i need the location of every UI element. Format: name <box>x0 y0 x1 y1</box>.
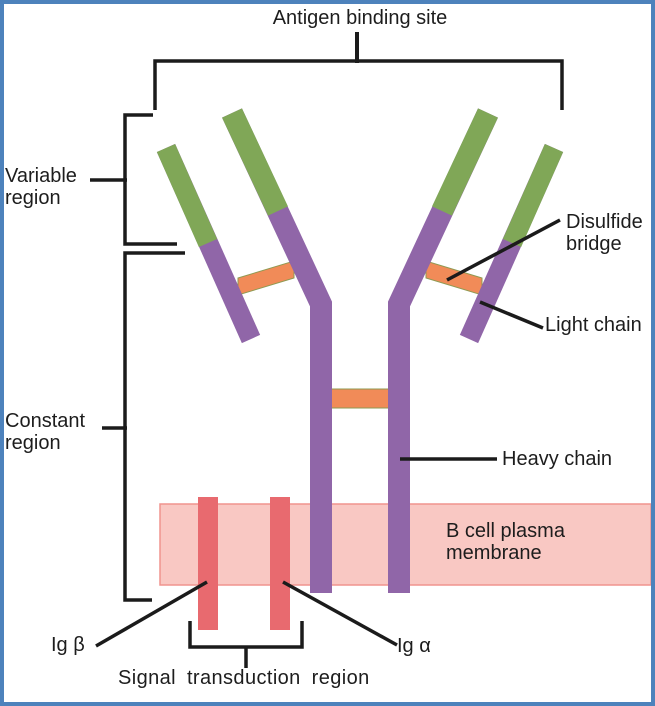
ig-alpha-label: Ig α <box>397 635 431 657</box>
antigen-binding-site-label: Antigen binding site <box>272 7 448 29</box>
disulfide-bridge-label: Disulfide bridge <box>566 211 643 255</box>
heavy-chain-label: Heavy chain <box>502 448 613 470</box>
variable-region-label: Variable region <box>5 165 77 209</box>
disulfide-bridge-center <box>327 388 393 409</box>
light-chain-right-variable-tip <box>502 143 564 248</box>
light-chain-label: Light chain <box>545 314 642 336</box>
disulfide-bridge-left <box>237 260 295 296</box>
light-chain-pointer-line <box>479 300 544 330</box>
ig-beta-pointer-line <box>95 580 208 648</box>
constant-region-label: Constant region <box>5 410 86 454</box>
signal-transduction-region-label: Signal transduction region <box>118 667 370 689</box>
antigen-binding-site-bracket <box>153 59 564 110</box>
light-chain-left-variable-tip <box>156 143 218 248</box>
heavy-chain-right-variable-tip <box>432 108 498 216</box>
ig-beta-bar <box>198 497 218 630</box>
ig-alpha-pointer-line <box>282 580 398 647</box>
heavy-chain-left-variable-tip <box>222 108 288 216</box>
disulfide-bridge-pointer-line <box>446 218 561 282</box>
b-cell-plasma-membrane-label: B cell plasma membrane <box>446 520 565 564</box>
ig-beta-label: Ig β <box>51 634 85 656</box>
ig-alpha-bar <box>270 497 290 630</box>
